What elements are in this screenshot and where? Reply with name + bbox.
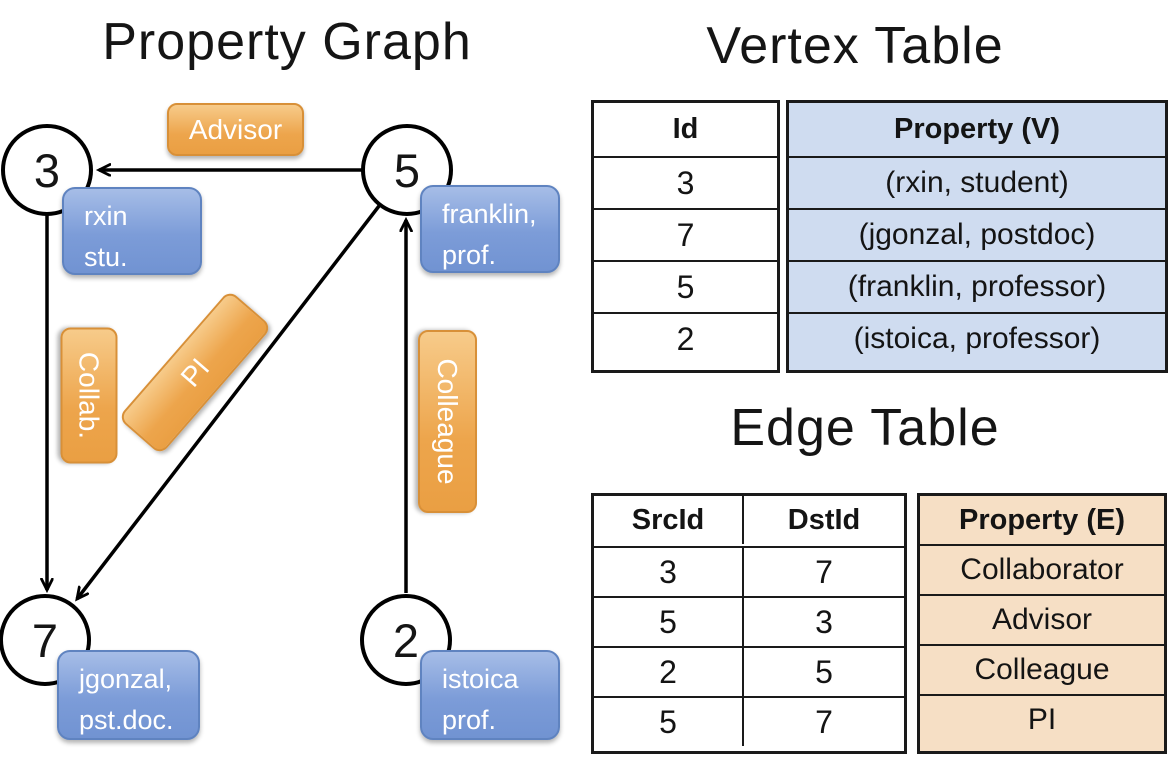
graph-node-5: 5 xyxy=(361,124,453,216)
vertex-property-rxin-line1: rxin xyxy=(84,201,128,231)
edge-table-id-columns: SrcId DstId 3 7 5 3 2 5 5 7 xyxy=(591,493,907,754)
edge-table-property-cell: Collaborator xyxy=(920,544,1164,594)
vertex-property-franklin-line2: prof. xyxy=(442,239,497,270)
vertex-table-id-column: Id 3 7 5 2 xyxy=(591,100,780,373)
edge-table-property-cell: PI xyxy=(920,694,1164,744)
vertex-table-property-cell: (jgonzal, postdoc) xyxy=(789,208,1165,260)
edge-table-property-cell: Advisor xyxy=(920,594,1164,644)
graph-edges-canvas xyxy=(0,0,585,760)
edge-label-colleague: Colleague xyxy=(418,330,477,513)
node-5-id: 5 xyxy=(393,143,421,197)
edge-table-property-cell: Colleague xyxy=(920,644,1164,694)
edge-table-header-srcid: SrcId xyxy=(631,503,705,536)
node-7-id: 7 xyxy=(31,613,59,667)
edge-table-property-column: Property (E) Collaborator Advisor Collea… xyxy=(917,493,1167,754)
vertex-table-property-cell: (rxin, student) xyxy=(789,156,1165,208)
edge-table-src-cell: 5 xyxy=(594,596,742,646)
vertex-property-jgonzal-line1: jgonzal, xyxy=(79,664,173,694)
property-graph-title: Property Graph xyxy=(102,13,472,71)
vertex-property-istoica: istoica prof. xyxy=(420,650,560,740)
vertex-property-franklin: franklin, prof. xyxy=(420,185,560,273)
vertex-table-property-column: Property (V) (rxin, student) (jgonzal, p… xyxy=(786,100,1168,373)
edge-label-collab: Collab. xyxy=(60,327,118,464)
vertex-property-rxin-line2: stu. xyxy=(84,241,128,272)
edge-table-dst-cell: 5 xyxy=(742,646,904,696)
vertex-table-title: Vertex Table xyxy=(706,17,1004,75)
node-3-id: 3 xyxy=(33,143,61,197)
edge-table-dst-cell: 3 xyxy=(742,596,904,646)
edge-table-src-cell: 5 xyxy=(594,696,742,746)
node-2-id: 2 xyxy=(392,613,420,667)
vertex-table-header-property: Property (V) xyxy=(894,113,1060,145)
vertex-property-jgonzal: jgonzal, pst.doc. xyxy=(57,650,200,740)
edge-table-title: Edge Table xyxy=(730,399,1000,457)
edge-table-header-dstid: DstId xyxy=(742,496,904,544)
vertex-property-istoica-line1: istoica xyxy=(442,664,519,694)
graph-node-2: 2 xyxy=(360,594,452,686)
edge-label-advisor: Advisor xyxy=(167,103,304,156)
vertex-table-id-cell: 2 xyxy=(594,312,777,364)
vertex-property-franklin-line1: franklin, xyxy=(442,199,537,229)
edge-pi-5-to-7 xyxy=(77,204,381,599)
vertex-table-id-cell: 7 xyxy=(594,208,777,260)
vertex-property-istoica-line2: prof. xyxy=(442,704,497,735)
edge-table-src-cell: 2 xyxy=(594,646,742,696)
vertex-property-jgonzal-line2: pst.doc. xyxy=(79,704,174,735)
vertex-table-property-cell: (franklin, professor) xyxy=(789,260,1165,312)
edge-table-src-cell: 3 xyxy=(594,546,742,596)
vertex-table-header-id: Id xyxy=(672,113,699,145)
edge-table-dst-cell: 7 xyxy=(742,546,904,596)
edge-table-dst-cell: 7 xyxy=(742,696,904,746)
vertex-table-id-cell: 3 xyxy=(594,156,777,208)
vertex-table-id-cell: 5 xyxy=(594,260,777,312)
vertex-property-rxin: rxin stu. xyxy=(62,187,202,275)
vertex-table-property-cell: (istoica, professor) xyxy=(789,312,1165,364)
edge-table-header-property: Property (E) xyxy=(959,503,1125,536)
